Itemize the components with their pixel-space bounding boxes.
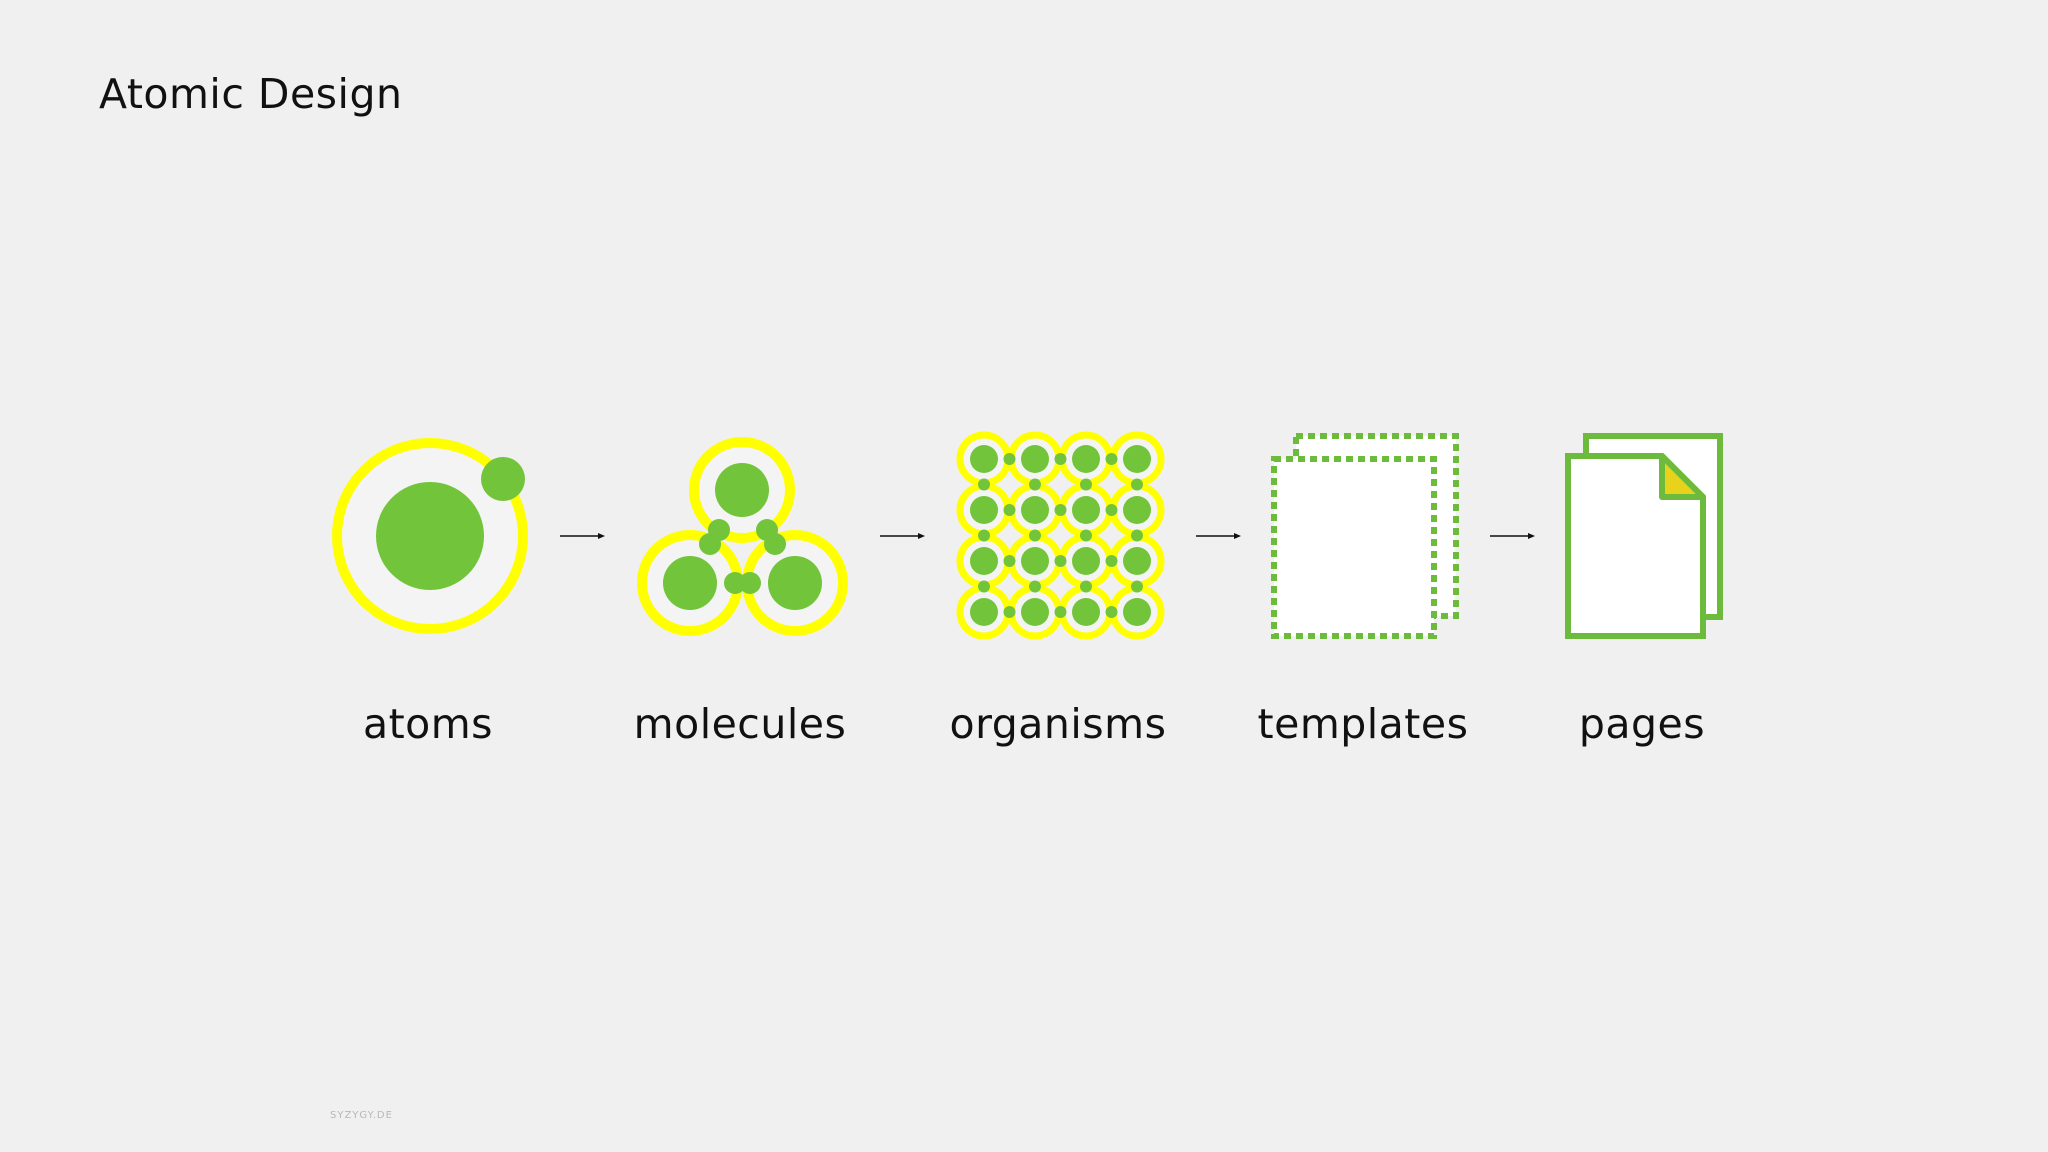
document-pages-icon (1565, 433, 1723, 639)
template-pages-icon (1271, 433, 1459, 639)
stage-label-atoms: atoms (362, 700, 494, 748)
arrow-right-icon (1490, 533, 1535, 539)
molecule-icon (637, 437, 848, 636)
stage-label-pages: pages (1578, 700, 1706, 748)
page-title: Atomic Design (99, 70, 403, 118)
arrow-right-icon (1196, 533, 1241, 539)
organism-grid-icon (956, 431, 1165, 640)
atom-icon (332, 438, 528, 634)
arrow-right-icon (880, 533, 925, 539)
footer-brand: SYZYGY.DE (330, 1110, 393, 1121)
stage-label-templates: templates (1257, 700, 1469, 748)
stage-label-molecules: molecules (633, 700, 847, 748)
arrow-right-icon (560, 533, 605, 539)
stage-label-organisms: organisms (949, 700, 1167, 748)
